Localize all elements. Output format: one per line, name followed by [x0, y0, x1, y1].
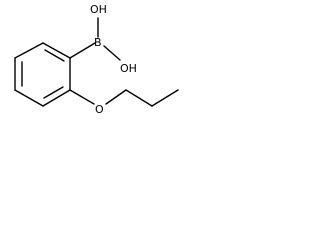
hydroxyl-right-label: OH	[120, 62, 137, 75]
ring-double-bond-2	[43, 86, 64, 99]
propyl-bond-1	[125, 89, 153, 107]
ring-bond-1	[42, 42, 71, 59]
molecule-structure-diagram: OH B OH O	[0, 0, 215, 139]
structure-svg: OH B OH O	[14, 3, 179, 116]
boron-label: B	[94, 36, 102, 49]
carbon-boron-bond	[69, 42, 96, 59]
hydroxyl-top-label: OH	[90, 3, 107, 16]
propyl-bond-2	[151, 89, 179, 107]
ring-bond-4	[14, 89, 44, 107]
ring-bond-3	[42, 89, 71, 107]
ring-bond-6	[14, 42, 44, 59]
ring-double-bond-1	[44, 49, 65, 62]
oxygen-label: O	[95, 103, 104, 116]
boron-oh-right-bond	[103, 45, 121, 61]
carbon-oxygen-bond	[69, 89, 95, 105]
oxygen-ch2-bond	[105, 89, 127, 105]
